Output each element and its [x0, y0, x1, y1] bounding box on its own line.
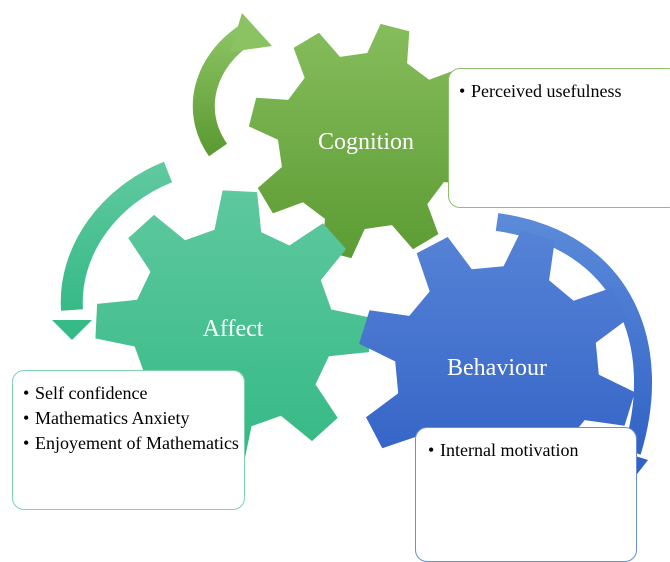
gear-affect-label: Affect — [203, 316, 264, 342]
list-item: Self confidence — [23, 382, 244, 404]
affect-note-box: Self confidence Mathematics Anxiety Enjo… — [12, 370, 245, 510]
affect-note-list: Self confidence Mathematics Anxiety Enjo… — [23, 382, 244, 454]
gear-cognition-label: Cognition — [318, 129, 414, 155]
gear-cognition: Cognition — [248, 23, 484, 259]
cycle-arrow-affect-to-cognition — [192, 13, 272, 157]
cognition-note-list: Perceived usefulness — [459, 80, 670, 102]
list-item: Enjoyement of Mathematics — [23, 432, 244, 454]
list-item: Internal motivation — [428, 439, 636, 461]
behaviour-note-box: Internal motivation — [415, 427, 637, 562]
list-item: Mathematics Anxiety — [23, 407, 244, 429]
cycle-arrow-to-affect — [52, 161, 173, 340]
behaviour-note-list: Internal motivation — [428, 439, 636, 461]
cognition-note-box: Perceived usefulness — [448, 68, 670, 208]
gear-behaviour-label: Behaviour — [447, 355, 547, 381]
list-item: Perceived usefulness — [459, 80, 670, 102]
